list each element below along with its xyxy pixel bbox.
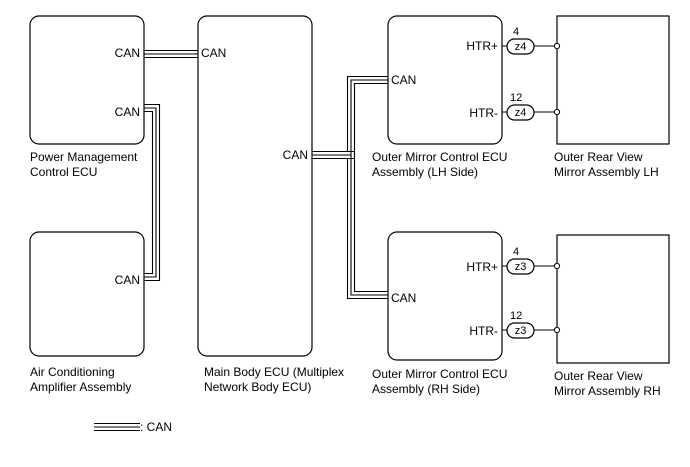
mirror-rh-name-line2: Mirror Assembly RH xyxy=(554,384,661,398)
lh-minus-connector-code: z4 xyxy=(515,107,527,119)
power-mgmt-name-line2: Control ECU xyxy=(30,165,97,179)
legend-can-symbol xyxy=(94,422,140,432)
mirror-ecu-rh-name-line2: Assembly (RH Side) xyxy=(372,382,480,396)
lh-plus-pin-number: 4 xyxy=(513,26,519,38)
terminal-rh-plus xyxy=(553,262,561,270)
aircon-name-line1: Air Conditioning xyxy=(30,365,115,379)
lh-minus-pin-number: 12 xyxy=(510,92,522,104)
rh-htr-minus-label: HTR- xyxy=(469,324,498,338)
aircon-can-port: CAN xyxy=(115,273,140,287)
legend-can-label: : CAN xyxy=(140,420,172,434)
power-mgmt-name-line1: Power Management xyxy=(30,150,138,164)
mirror-ecu-rh-can-port: CAN xyxy=(391,291,416,305)
main-body-name-line2: Network Body ECU) xyxy=(204,380,311,394)
terminal-lh-plus xyxy=(553,42,561,50)
rh-plus-connector-code: z3 xyxy=(515,261,527,273)
connector-z4-plus xyxy=(506,38,535,55)
mirror-ecu-rh-name-line1: Outer Mirror Control ECU xyxy=(372,367,507,381)
connector-z3-plus xyxy=(506,258,535,275)
power-management-ecu-box xyxy=(29,15,145,145)
connector-z3-minus xyxy=(506,322,535,339)
mirror-lh-name-line2: Mirror Assembly LH xyxy=(554,165,659,179)
main-body-can-port-left: CAN xyxy=(201,46,226,60)
main-body-can-port-right: CAN xyxy=(283,148,308,162)
mirror-ecu-lh-name-line2: Assembly (LH Side) xyxy=(372,165,478,179)
mirror-lh-name-line1: Outer Rear View xyxy=(554,150,643,164)
power-mgmt-can-port-top: CAN xyxy=(115,46,140,60)
mirror-rh-box xyxy=(556,234,670,364)
mirror-ecu-lh-name-line1: Outer Mirror Control ECU xyxy=(372,150,507,164)
air-conditioning-ecu-box xyxy=(29,231,145,357)
main-body-name-line1: Main Body ECU (Multiplex xyxy=(204,365,344,379)
mirror-lh-box xyxy=(556,15,670,145)
rh-plus-pin-number: 4 xyxy=(513,246,519,258)
mirror-ecu-lh-can-port: CAN xyxy=(391,73,416,87)
can-bus-power-to-main xyxy=(144,49,198,59)
mirror-rh-name-line1: Outer Rear View xyxy=(554,369,643,383)
mirror-ecu-rh-box xyxy=(387,231,503,361)
heater-wires xyxy=(502,45,557,331)
power-mgmt-can-port-bottom: CAN xyxy=(115,105,140,119)
terminal-rh-minus xyxy=(553,326,561,334)
terminal-lh-minus xyxy=(553,108,561,116)
lh-plus-connector-code: z4 xyxy=(515,41,527,53)
rh-minus-pin-number: 12 xyxy=(510,310,522,322)
can-bus-main-to-mirror-ecus xyxy=(312,75,388,300)
connector-z4-minus xyxy=(506,104,535,121)
rh-htr-plus-label: HTR+ xyxy=(466,260,498,274)
lh-htr-minus-label: HTR- xyxy=(469,106,498,120)
can-bus-power-to-aircon xyxy=(144,103,161,282)
lh-htr-plus-label: HTR+ xyxy=(466,39,498,53)
aircon-name-line2: Amplifier Assembly xyxy=(30,380,131,394)
main-body-ecu-box xyxy=(197,15,313,357)
rh-minus-connector-code: z3 xyxy=(515,325,527,337)
